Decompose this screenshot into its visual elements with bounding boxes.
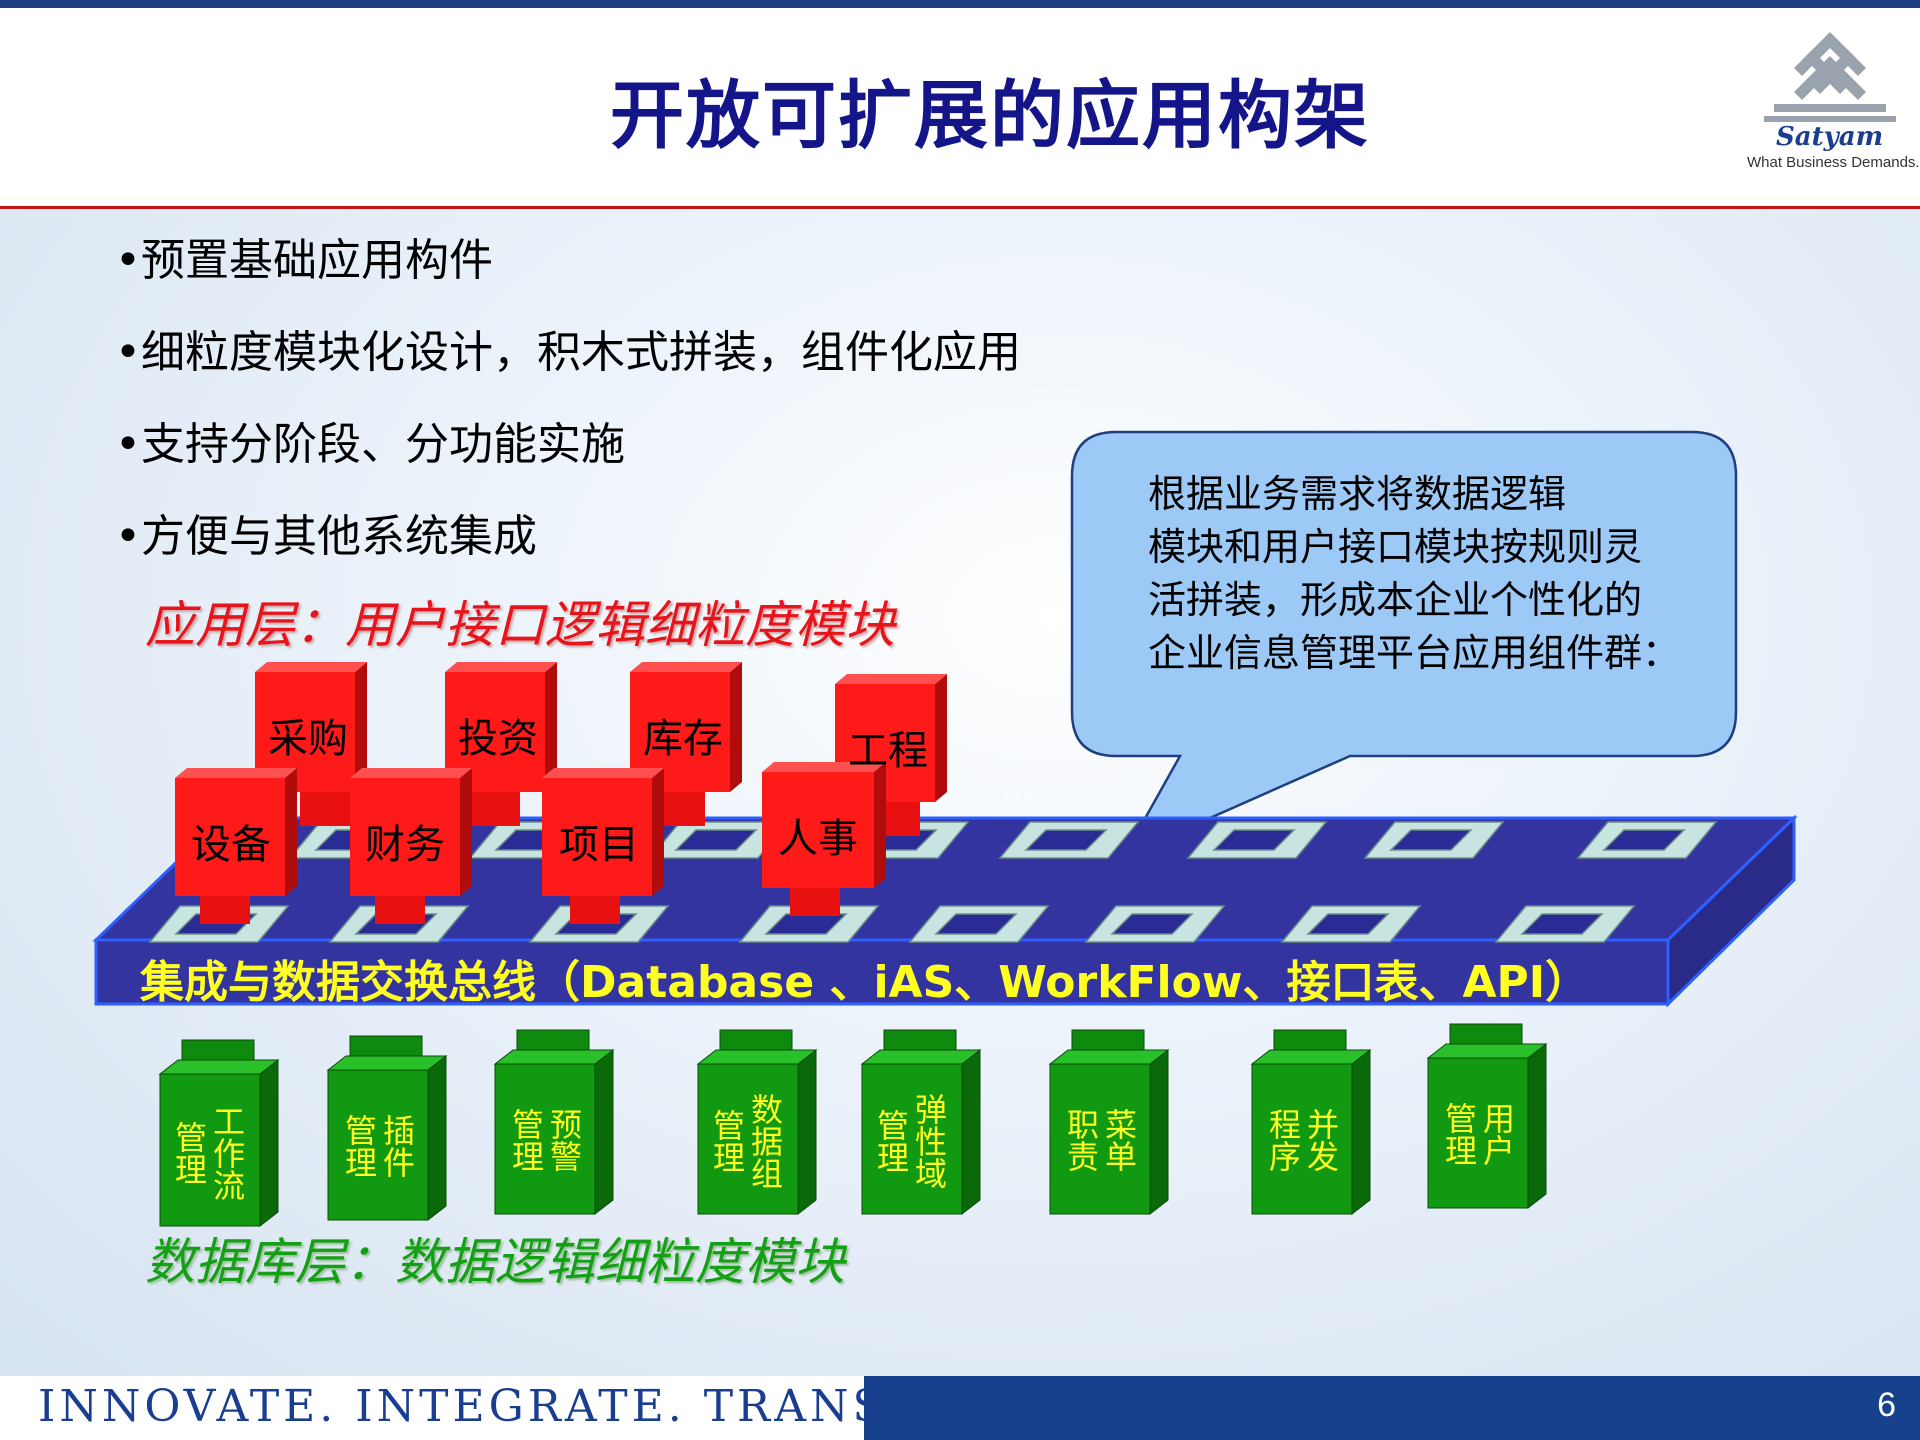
db-layer-title: 数据库层：数据逻辑细粒度模块 [145,1233,845,1291]
page-number: 6 [1877,1386,1896,1424]
bullet-3: •支持分阶段、分功能实施 [115,419,625,470]
logo-tagline: What Business Demands. [1747,154,1920,171]
callout-line-4: 企业信息管理平台应用组件群： [1148,631,1681,675]
bus-front-face [94,938,1670,1006]
red-module-renshi [762,762,886,916]
logo-name: Satyam [1776,122,1884,152]
db-module-workflow: 工作流 管理 [170,1105,246,1201]
callout-text: 根据业务需求将数据逻辑 模块和用户接口模块按规则灵 活拼装，形成本企业个性化的 … [1148,468,1718,680]
callout-line-1: 根据业务需求将数据逻辑 [1148,472,1567,516]
app-module-shebei: 设备 [191,822,271,868]
red-module-caiwu [350,768,472,924]
db-module-datagroup: 数据组 管理 [708,1093,784,1189]
bus-label: 集成与数据交换总线（Database 、iAS、WorkFlow、接口表、API… [140,957,1590,1008]
ellipsis: … [1002,770,1034,805]
db-module-alert: 预警 管理 [507,1108,583,1172]
bullet-4: •方便与其他系统集成 [115,511,537,562]
header-rule [0,206,1920,209]
top-rule [0,0,1920,8]
app-module-caigou: 采购 [268,716,348,762]
slide-title: 开放可扩展的应用构架 [610,73,1370,159]
red-module-xiangmu [542,768,664,924]
db-module-user: 用户 管理 [1440,1102,1516,1166]
callout-line-3: 活拼装，形成本企业个性化的 [1148,578,1643,622]
footer-slogan-area [0,1376,864,1440]
slide-header [0,8,1920,206]
app-module-xiangmu: 项目 [559,822,639,868]
footer-slogan: INNOVATE. INTEGRATE. TRANSFORM. [38,1381,1066,1432]
app-layer-title: 应用层：用户接口逻辑细粒度模块 [145,596,895,654]
satyam-logo-icon [1764,32,1896,122]
bullet-1: •预置基础应用构件 [115,235,493,286]
green-modules [158,1023,1548,1228]
architecture-diagram [92,430,1798,1228]
callout-line-2: 模块和用户接口模块按规则灵 [1148,525,1643,569]
bullet-2: •细粒度模块化设计，积木式拼装，组件化应用 [115,327,1021,378]
app-module-kucun: 库存 [643,716,723,762]
app-module-renshi: 人事 [778,816,858,862]
db-module-flexfield: 弹性域 管理 [872,1093,948,1189]
red-module-shebei [175,768,297,924]
app-module-caiwu: 财务 [365,822,445,868]
db-module-plugin: 插件 管理 [340,1114,416,1178]
app-module-gongcheng: 工程 [848,728,928,774]
db-module-concurrent: 并发 程序 [1264,1108,1340,1172]
db-module-menu: 菜单 职责 [1062,1108,1138,1172]
app-module-touzi: 投资 [458,716,538,762]
socket-row-front [148,905,1636,943]
